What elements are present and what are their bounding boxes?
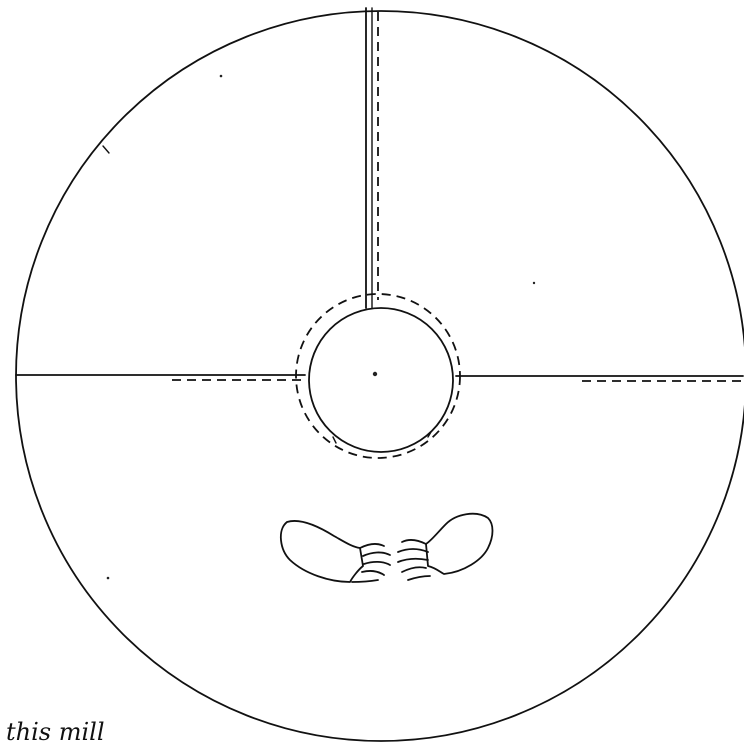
hub-dashed-ring: [296, 294, 460, 458]
caption-text: this mill: [6, 718, 105, 746]
vertical-divider: [366, 8, 372, 308]
two-arms-hands-icon: [281, 514, 493, 582]
center-point: [373, 372, 377, 376]
scan-specks: [103, 75, 535, 580]
inner-hub-circle: [309, 308, 453, 452]
